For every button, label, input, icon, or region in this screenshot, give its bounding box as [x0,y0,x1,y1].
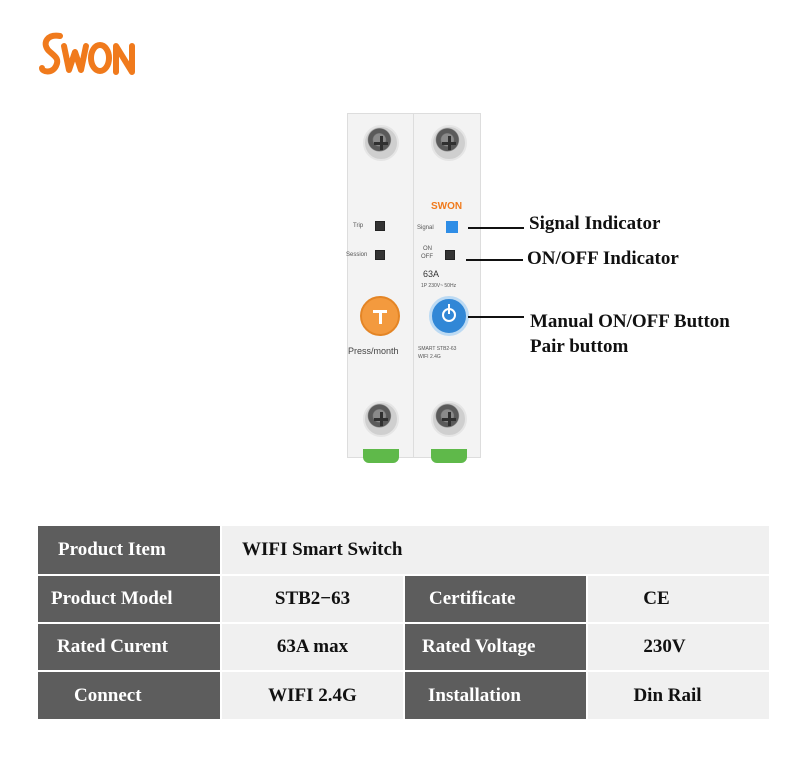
session-label: Session [346,252,368,258]
model-line: SMART STB2-63 [418,346,457,352]
table-row-value: WIFI 2.4G [222,672,403,719]
sub-line: WIFI 2.4G [418,354,441,360]
trip-label: Trip [353,223,364,229]
session-indicator [375,250,385,260]
table-row-value: 63A max [222,624,403,670]
table-row-label: Rated Curent [38,624,220,670]
table-row-label: Connect [38,672,220,719]
table-row-label: Installation [405,672,586,719]
signal-leader-line [468,227,524,229]
on-label: ON [423,246,432,252]
din-clip-right [431,449,467,463]
table-row-value: STB2−63 [222,576,403,622]
table-row-label: Product Model [38,576,220,622]
table-row-label: Rated Voltage [405,624,586,670]
brand-logo [38,28,138,80]
table-row-label: Certificate [405,576,586,622]
table-row-label: Product Item [38,526,220,574]
onoff-indicator-callout: ON/OFF Indicator [527,248,679,269]
table-row-value: 230V [588,624,769,670]
signal-indicator-callout: Signal Indicator [529,213,661,234]
spec-line: 1P 230V~ 50Hz [421,283,457,289]
left-module [347,113,415,458]
trip-indicator [375,221,385,231]
screw-icon [363,125,399,161]
circuit-breaker-device: Trip Session Press/month SWON Signal ON … [345,113,485,463]
onoff-indicator [445,250,455,260]
off-label: OFF [421,254,433,260]
signal-label: Signal [417,225,434,231]
onoff-leader-line [466,259,523,261]
din-clip-left [363,449,399,463]
rating-label: 63A [423,269,440,279]
screw-icon [363,401,399,437]
right-module [413,113,481,458]
screw-icon [431,125,467,161]
signal-led [446,221,458,233]
table-row-value: CE [588,576,769,622]
manual-onoff-button[interactable] [429,296,469,336]
table-row-value: Din Rail [588,672,769,719]
table-row-value: WIFI Smart Switch [222,526,769,574]
screw-icon [431,401,467,437]
pair-button-callout: Pair buttom [530,336,629,357]
test-button-icon[interactable] [360,296,400,336]
manual-button-callout: Manual ON/OFF Button [530,311,730,332]
button-caption: Press/month [348,346,399,356]
manual-leader-line [468,316,524,318]
device-logo: SWON [431,201,463,212]
